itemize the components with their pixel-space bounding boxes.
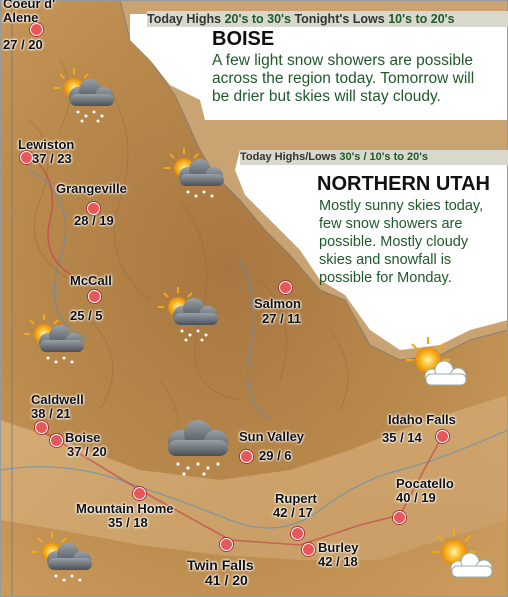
- city-temps: 27 / 20: [3, 37, 43, 52]
- city-name: Coeur d' Alene: [3, 0, 56, 25]
- city-dot-sun-valley[interactable]: [240, 450, 253, 463]
- sun-cloud-snow-icon: [158, 287, 218, 342]
- utah-forecast-line: few snow showers are: [319, 216, 463, 232]
- city-label-caldwell: Caldwell 38 / 21: [31, 393, 84, 421]
- city-temps: 28 / 19: [74, 213, 114, 228]
- city-temps: 27 / 11: [262, 311, 302, 326]
- boise-forecast-line: A few light snow showers are possible: [212, 52, 474, 69]
- city-label-lewiston: Lewiston 37 / 23: [18, 138, 74, 166]
- city-name: Mountain Home: [76, 501, 174, 516]
- city-label-grangeville: Grangeville 28 / 19: [56, 182, 127, 228]
- city-label-twin-falls: Twin Falls 41 / 20: [187, 558, 254, 587]
- city-dot-coeur-dalene[interactable]: [30, 23, 43, 36]
- city-dot-burley[interactable]: [302, 543, 315, 556]
- city-name: Pocatello: [396, 476, 454, 491]
- sun-cloud-snow-icon: [164, 148, 224, 198]
- boise-lows-label: Tonight's Lows: [294, 12, 385, 26]
- city-label-salmon: Salmon 27 / 11: [254, 297, 301, 326]
- utah-title: NORTHERN UTAH: [317, 173, 490, 195]
- utah-forecast-line: Mostly sunny skies today,: [319, 198, 484, 214]
- city-label-idaho-falls: Idaho Falls 35 / 14: [382, 413, 456, 445]
- sun-cloud-snow-icon: [24, 314, 84, 364]
- city-name: Twin Falls: [187, 557, 254, 573]
- city-name: McCall: [70, 273, 112, 288]
- city-temps: 37 / 20: [67, 444, 107, 459]
- boise-header-bar: Today Highs 20's to 30's Tonight's Lows …: [147, 11, 508, 27]
- utah-bar-label: Today Highs/Lows: [240, 151, 337, 163]
- utah-header-bar: Today Highs/Lows 30's / 10's to 20's: [240, 150, 508, 165]
- utah-forecast-line: possible for Monday.: [319, 270, 452, 286]
- city-dot-lewiston[interactable]: [20, 151, 33, 164]
- city-temps: 42 / 18: [318, 554, 358, 569]
- boise-forecast: A few light snow showers are possible ac…: [212, 52, 474, 106]
- city-name: Salmon: [254, 296, 301, 311]
- city-name: Caldwell: [31, 392, 84, 407]
- city-temps: 37 / 23: [32, 151, 72, 166]
- city-label-boise: Boise 37 / 20: [65, 431, 107, 459]
- city-label-sun-valley: Sun Valley 29 / 6: [239, 430, 304, 463]
- city-dot-grangeville[interactable]: [87, 202, 100, 215]
- boise-title: BOISE: [212, 28, 275, 50]
- city-name: Boise: [65, 430, 101, 445]
- city-temps: 40 / 19: [396, 490, 436, 505]
- boise-highs-value: 20's to 30's: [224, 12, 291, 26]
- city-label-burley: Burley 42 / 18: [318, 541, 358, 569]
- sun-cloud-icon: [406, 337, 467, 386]
- city-name: Burley: [318, 540, 359, 555]
- cloud-snow-icon: [168, 420, 228, 476]
- city-temps: 35 / 14: [382, 430, 422, 445]
- city-name: Grangeville: [56, 181, 127, 196]
- city-dot-boise[interactable]: [50, 434, 63, 447]
- city-temps: 25 / 5: [70, 308, 103, 323]
- city-dot-mccall[interactable]: [88, 290, 101, 303]
- sun-cloud-snow-icon: [54, 68, 114, 123]
- city-name: Rupert: [275, 491, 317, 506]
- city-label-rupert: Rupert 42 / 17: [273, 492, 317, 520]
- city-dot-caldwell[interactable]: [35, 421, 48, 434]
- sun-cloud-icon: [432, 529, 493, 578]
- city-name: Sun Valley: [239, 429, 305, 444]
- utah-forecast-line: possible. Mostly cloudy: [319, 234, 469, 250]
- city-temps: 38 / 21: [31, 406, 71, 421]
- boise-forecast-line: across the region today. Tomorrow will: [212, 70, 475, 87]
- city-dot-rupert[interactable]: [291, 527, 304, 540]
- city-dot-pocatello[interactable]: [393, 511, 406, 524]
- city-dot-salmon[interactable]: [279, 281, 292, 294]
- sun-cloud-snow-icon: [32, 532, 92, 582]
- city-label-mountain-home: Mountain Home 35 / 18: [76, 502, 174, 530]
- utah-forecast: Mostly sunny skies today, few snow showe…: [319, 197, 483, 287]
- boise-lows-value: 10's to 20's: [388, 12, 455, 26]
- city-temps: 41 / 20: [205, 572, 248, 588]
- city-label-mccall: McCall 25 / 5: [70, 274, 112, 323]
- city-dot-twin-falls[interactable]: [220, 538, 233, 551]
- city-temps: 42 / 17: [273, 505, 313, 520]
- utah-bar-value: 30's / 10's to 20's: [339, 151, 428, 163]
- city-label-pocatello: Pocatello 40 / 19: [396, 477, 454, 505]
- city-dot-mountain-home[interactable]: [133, 487, 146, 500]
- city-name: Idaho Falls: [388, 412, 456, 427]
- city-name: Lewiston: [18, 137, 75, 152]
- city-temps: 35 / 18: [108, 515, 148, 530]
- city-dot-idaho-falls[interactable]: [436, 430, 449, 443]
- boise-highs-label: Today Highs: [147, 12, 222, 26]
- boise-forecast-line: be drier but skies will stay cloudy.: [212, 88, 441, 105]
- city-label-coeur-dalene: Coeur d' Alene 27 / 20: [3, 0, 63, 52]
- utah-forecast-line: skies and snowfall is: [319, 252, 452, 268]
- city-temps: 29 / 6: [259, 448, 292, 463]
